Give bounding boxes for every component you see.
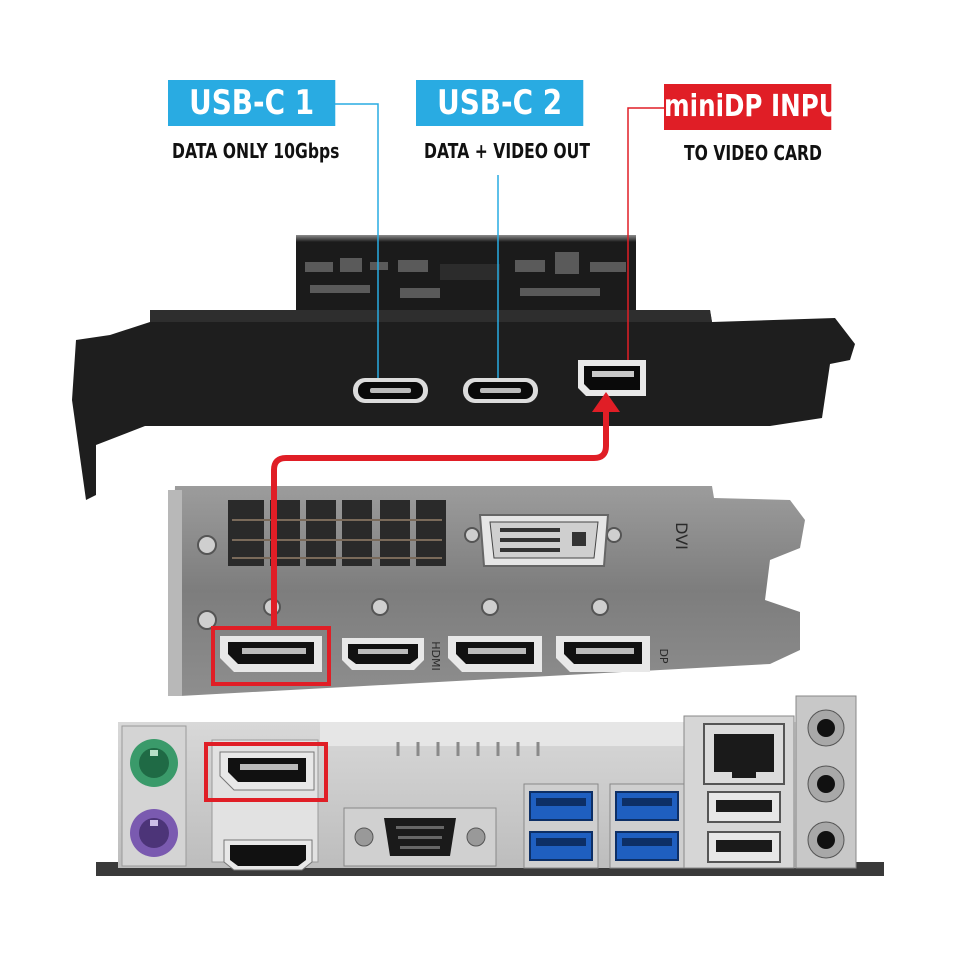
- dvi-label: DVI: [672, 522, 691, 550]
- usb-c-1-description: DATA ONLY 10Gbps: [172, 139, 340, 163]
- red-connection-path: [271, 392, 620, 628]
- usb-c-port-2: [463, 378, 538, 403]
- gpu-hdmi-port: [342, 638, 424, 670]
- gpu-displayport-2: [448, 636, 542, 672]
- usb-c-port-1: [353, 378, 428, 403]
- minidp-callout: miniDP INPUT: [664, 84, 856, 130]
- vga-port: [343, 807, 497, 867]
- graphics-card-bracket: DVI HDMI DP: [168, 486, 805, 696]
- usb-c-2-description: DATA + VIDEO OUT: [424, 139, 590, 163]
- ps2-mouse-port: [130, 809, 178, 857]
- usb3-ports-left: [523, 783, 599, 869]
- callout-leader-lines: [334, 103, 664, 378]
- arrow-up-icon: [592, 392, 620, 412]
- minidp-label: miniDP INPUT: [664, 89, 856, 124]
- gpu-displayport-1: [220, 636, 322, 672]
- audio-jacks: [795, 695, 857, 869]
- motherboard-displayport: [219, 751, 315, 791]
- usb-c-1-label: USB-C 1: [189, 83, 315, 123]
- usb-c-2-label: USB-C 2: [437, 83, 563, 123]
- usb2-ports: [707, 791, 781, 863]
- screw-icon: [197, 527, 622, 630]
- gpu-displayport-3: [556, 636, 650, 672]
- vent-slots: [228, 500, 446, 566]
- usb3-ports-right: [609, 783, 685, 869]
- motherboard-hdmi-port: [223, 839, 313, 871]
- ps2-keyboard-port: [130, 739, 178, 787]
- card-bracket: [72, 310, 855, 500]
- minidp-description: TO VIDEO CARD: [684, 141, 822, 165]
- usb-c-1-callout: USB-C 1: [168, 80, 336, 126]
- pcb-board: [296, 228, 636, 315]
- hdmi-label: HDMI: [429, 641, 442, 670]
- dp-label: DP: [657, 648, 670, 663]
- pcie-usb-card: [72, 228, 855, 500]
- motherboard-io-panel: [96, 695, 884, 876]
- minidp-input-port: [578, 360, 646, 396]
- usb-c-2-callout: USB-C 2: [416, 80, 584, 126]
- motherboard-dp-highlight-box: [204, 742, 328, 802]
- dvi-port: [478, 514, 610, 567]
